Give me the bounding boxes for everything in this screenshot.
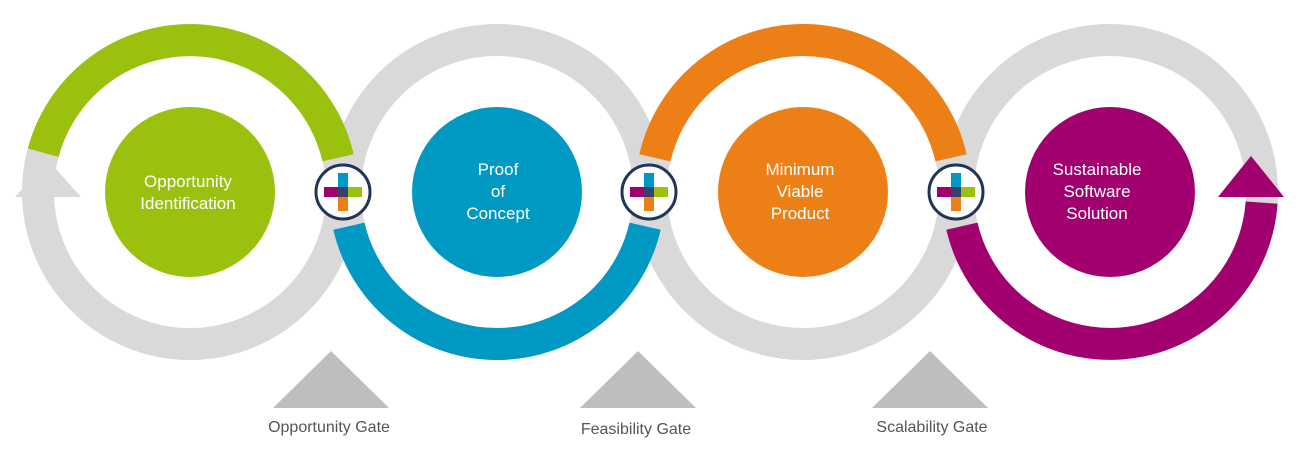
stage-circle-opportunity-identification bbox=[105, 107, 275, 277]
gate-label-scalability: Scalability Gate bbox=[876, 419, 988, 436]
stage-label-minimum-viable-product: Minimum Viable Product bbox=[765, 160, 835, 223]
arc-proof-of-concept bbox=[333, 222, 661, 360]
stage-label-proof-of-concept: Proof of Concept bbox=[466, 160, 530, 223]
plus-icon bbox=[314, 163, 372, 221]
gate-triangle-opportunity bbox=[273, 351, 389, 408]
arc-opportunity-identification bbox=[27, 24, 354, 162]
stage-label-opportunity-identification: Opportunity Identification bbox=[140, 172, 236, 213]
gate-label-opportunity: Opportunity Gate bbox=[268, 419, 390, 436]
right-arrowhead bbox=[1218, 156, 1284, 197]
arc-sustainable-software-solution bbox=[946, 201, 1278, 360]
stage-circle-proof-of-concept bbox=[412, 107, 582, 277]
plus-icon bbox=[620, 163, 678, 221]
stage-circle-minimum-viable-product bbox=[718, 107, 888, 277]
stage-circle-sustainable-software-solution bbox=[1025, 107, 1195, 277]
stage-label-sustainable-software-solution: Sustainable Software Solution bbox=[1052, 160, 1142, 223]
plus-icon bbox=[927, 163, 985, 221]
arc-minimum-viable-product bbox=[639, 24, 967, 162]
gate-label-feasibility: Feasibility Gate bbox=[580, 421, 692, 438]
gate-triangle-feasibility bbox=[580, 351, 696, 408]
left-arrowhead bbox=[15, 160, 81, 197]
gate-triangle-scalability bbox=[872, 351, 988, 408]
